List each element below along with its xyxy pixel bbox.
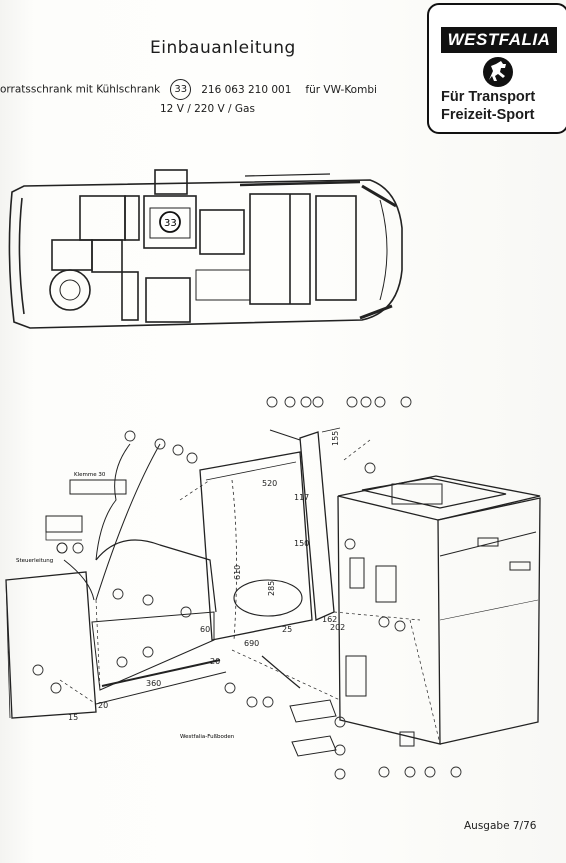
part-number: 216 063 210 001 [201, 83, 292, 96]
model-number-badge: 33 [170, 79, 192, 100]
label-floor: Westfalia-Fußboden [180, 734, 235, 740]
logo-brand: WESTFALIA [441, 27, 557, 53]
dim-117: 117 [294, 493, 309, 502]
westfalia-logo: WESTFALIA Für Transport Freizeit-Sport [427, 3, 566, 134]
dim-150: 150 [294, 539, 309, 548]
dim-25: 25 [282, 625, 292, 634]
dim-285: 285 [267, 581, 276, 596]
logo-line-1: Für Transport [441, 89, 536, 105]
dim-20-a: 20 [210, 657, 220, 666]
issue-date: Ausgabe 7/76 [464, 820, 537, 832]
product-name: orratsschrank mit Kühlschrank [0, 83, 161, 96]
power-spec: 12 V / 220 V / Gas [160, 103, 255, 115]
dim-360: 360 [146, 679, 161, 688]
floorplan-marker: 33 [164, 218, 177, 229]
dim-202: 202 [330, 623, 345, 632]
dim-20-b: 20 [98, 701, 108, 710]
dim-162: 162 [322, 615, 337, 624]
dim-690: 690 [244, 639, 259, 648]
vehicle-type: für VW-Kombi [305, 83, 377, 96]
dim-610: 610 [233, 565, 242, 580]
logo-line-2: Freizeit-Sport [441, 107, 535, 123]
horse-icon [483, 57, 513, 87]
product-line: orratsschrank mit Kühlschrank 33 216 063 2… [0, 79, 377, 100]
label-steuerleitung: Steuerleitung [16, 558, 53, 564]
label-klemme: Klemme 30 [74, 472, 106, 478]
dim-520: 520 [262, 479, 277, 488]
page-title: Einbauanleitung [150, 38, 296, 58]
dim-60: 60 [200, 625, 210, 634]
dim-155: 155 [331, 431, 340, 446]
dim-15: 15 [68, 713, 78, 722]
